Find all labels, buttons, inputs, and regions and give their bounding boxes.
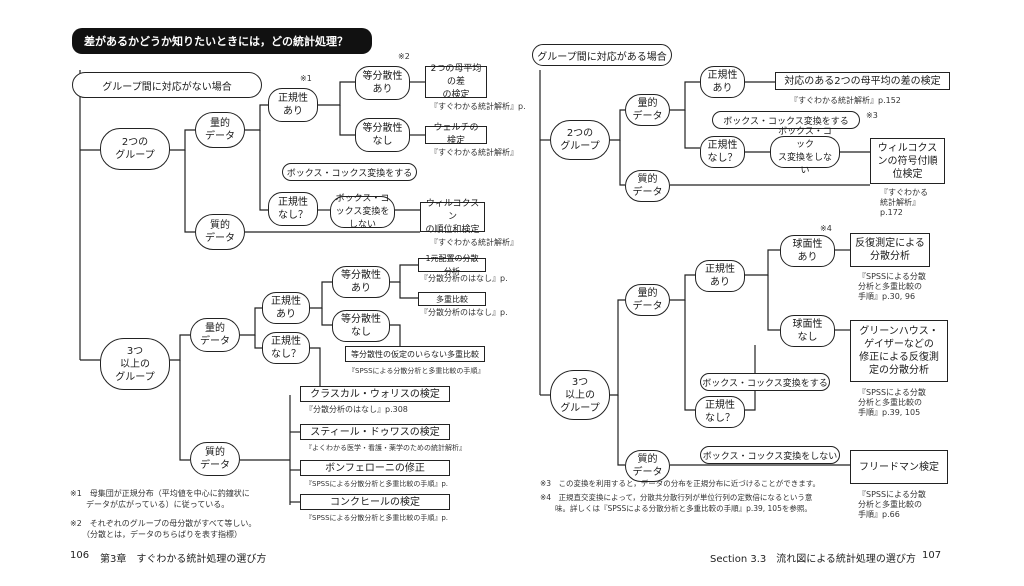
left-eqvar-no-1: 等分散性 なし <box>355 118 410 152</box>
left-quant-1: 量的 データ <box>195 112 245 148</box>
right-boxcox-no-1: ボックス・コック ス変換をしない <box>770 127 840 176</box>
left-eqvar-yes-2: 等分散性 あり <box>332 266 390 298</box>
left-boxcox-no: ボックス・コックス変換をしない <box>330 194 395 230</box>
left-mark-2: ※2 <box>398 52 410 61</box>
right-boxcox-no-2: ボックス・コックス変換をしない <box>700 446 840 464</box>
right-ref-3: 『SPSSによる分散 分析と多重比較の 手順』p.30, 96 <box>858 272 926 301</box>
right-mark-3: ※3 <box>866 111 878 120</box>
left-chapter: 第3章 すぐわかる統計処理の選び方 <box>100 554 267 565</box>
right-ref-1: 『すぐわかる統計解析』p.152 <box>790 96 901 105</box>
left-ref-5: 『分散分析のはなし』p. <box>420 308 508 317</box>
right-qual-1: 質的 データ <box>625 170 670 202</box>
right-greenhouse: グリーンハウス・ ゲイザーなどの 修正による反復測 定の分散分析 <box>850 320 948 382</box>
left-steel: スティール・ドゥワスの検定 <box>300 424 450 440</box>
left-multiple: 多重比較 <box>418 292 486 306</box>
right-mark-4: ※4 <box>820 224 832 233</box>
left-normal-yes-2: 正規性 あり <box>262 292 310 324</box>
left-ref-3: 『すぐわかる統計解析』 <box>430 238 518 247</box>
right-sphere-yes: 球面性 あり <box>780 235 835 267</box>
left-normal-yes-1: 正規性 あり <box>268 88 318 122</box>
left-group-label: グループ間に対応がない場合 <box>72 72 262 98</box>
left-ref-4: 『分散分析のはなし』p. <box>420 274 508 283</box>
right-boxcox-2: ボックス・コックス変換をする <box>700 373 830 391</box>
right-normal-yes-1: 正規性 あり <box>700 66 745 98</box>
right-ref-5: 『SPSSによる分散 分析と多重比較の 手順』p.66 <box>858 490 926 519</box>
left-qual-1: 質的 データ <box>195 214 245 250</box>
right-boxcox-1: ボックス・コックス変換をする <box>712 111 860 129</box>
right-wilcoxon-signed: ウィルコクス ンの符号付順 位検定 <box>870 138 945 184</box>
left-page-number: 106 <box>70 550 90 561</box>
left-cochran: コンクヒールの検定 <box>300 494 450 510</box>
left-quant-2: 量的 データ <box>190 318 240 352</box>
right-paired-t: 対応のある2つの母平均の差の検定 <box>775 72 950 90</box>
right-page-number: 107 <box>922 550 942 561</box>
left-mark-1: ※1 <box>300 74 312 83</box>
left-ref-2: 『すぐわかる統計解析』 <box>430 148 518 157</box>
right-repeated-anova: 反復測定による 分散分析 <box>850 233 930 267</box>
right-quant-2: 量的 データ <box>625 284 670 316</box>
right-three-groups: 3つ 以上の グループ <box>550 370 610 420</box>
right-sphere-no: 球面性 なし <box>780 315 835 347</box>
left-ref-1: 『すぐわかる統計解析』p. <box>430 102 526 111</box>
left-ref-8: 『よくわかる医学・看護・薬学のための統計解析』 <box>305 444 466 452</box>
left-no-eqvar-multiple: 等分散性の仮定のいらない多重比較 <box>345 346 485 362</box>
left-footnote-1: ※1 母集団が正規分布（平均値を中心に釣鐘状に データが広がっている）に従ってい… <box>70 489 250 509</box>
left-ref-6: 『SPSSによる分散分析と多重比較の手順』 <box>348 367 485 375</box>
left-normal-no-2: 正規性 なし？ <box>262 332 310 364</box>
right-two-groups: 2つの グループ <box>550 120 610 160</box>
left-normal-no-1: 正規性 なし？ <box>268 192 318 226</box>
right-qual-2: 質的 データ <box>625 450 670 482</box>
right-friedman: フリードマン検定 <box>850 450 948 484</box>
right-quant-1: 量的 データ <box>625 94 670 126</box>
left-kruskal: クラスカル・ウォリスの検定 <box>300 386 450 402</box>
right-normal-yes-2: 正規性 あり <box>695 260 745 292</box>
left-header: 差があるかどうか知りたいときには，どの統計処理？ <box>72 28 372 54</box>
left-eqvar-yes-1: 等分散性 あり <box>355 66 410 100</box>
left-ref-7: 『分散分析のはなし』p.308 <box>305 405 408 414</box>
left-bonferroni: ボンフェローニの修正 <box>300 460 450 476</box>
right-normal-no-2: 正規性 なし？ <box>695 396 745 428</box>
left-qual-2: 質的 データ <box>190 442 240 476</box>
left-wilcoxon: ウィルコクスン の順位和検定 <box>420 199 485 235</box>
left-boxcox: ボックス・コックス変換をする <box>282 163 417 181</box>
left-ref-9: 『SPSSによる分散分析と多重比較の手順』p. <box>305 480 449 488</box>
right-section: Section 3.3 流れ図による統計処理の選び方 <box>710 554 916 565</box>
left-anova1: 1元配置の分散分析 <box>418 254 486 276</box>
left-three-groups: 3つ 以上の グループ <box>100 338 170 390</box>
left-t-test: 2つの母平均の差 の検定 <box>425 64 487 100</box>
right-group-label: グループ間に対応がある場合 <box>532 44 672 66</box>
right-normal-no-1: 正規性 なし？ <box>700 136 745 168</box>
right-footnote-3: ※3 この変換を利用すると，データの分布を正規分布に近づけることができます。 <box>540 479 821 488</box>
right-ref-4: 『SPSSによる分散 分析と多重比較の 手順』p.39, 105 <box>858 388 926 417</box>
left-footnote-2: ※2 それぞれのグループの母分散がすべて等しい。 （分散とは，データのちらばりを… <box>70 519 257 539</box>
left-ref-10: 『SPSSによる分散分析と多重比較の手順』p. <box>305 514 449 522</box>
left-two-groups: 2つの グループ <box>100 128 170 170</box>
left-welch: ウェルチの検定 <box>425 123 487 146</box>
right-ref-2: 『すぐわかる 統計解析』 p.172 <box>880 188 928 217</box>
right-footnote-4: ※4 正規直交変換によって，分散共分散行列が単位行列の定数倍になるという意 味。… <box>540 493 813 513</box>
left-eqvar-no-2: 等分散性 なし <box>332 310 390 342</box>
